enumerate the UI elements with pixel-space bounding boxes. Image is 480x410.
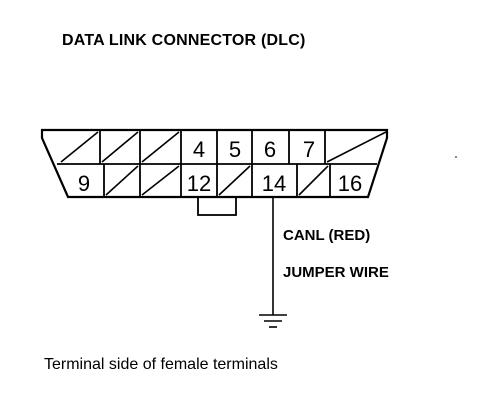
pin-7: 7 xyxy=(303,137,315,162)
bottom-row-dividers xyxy=(103,164,331,197)
wire-color-label: CANL (RED) xyxy=(283,227,371,244)
pin-5: 5 xyxy=(229,137,241,162)
pin-6: 6 xyxy=(264,137,276,162)
pin-14: 14 xyxy=(262,171,286,196)
connector-outline xyxy=(40,128,389,199)
ground-symbol-icon xyxy=(259,314,287,328)
diagram-caption: Terminal side of female terminals xyxy=(44,356,278,373)
pin-12: 12 xyxy=(187,171,211,196)
scan-speck xyxy=(455,156,457,158)
top-row-empty-cavities xyxy=(60,131,387,163)
pin-16: 16 xyxy=(338,171,362,196)
top-row-dividers xyxy=(99,130,326,164)
pin-9: 9 xyxy=(78,171,90,196)
bottom-row-empty-cavities xyxy=(105,165,329,196)
diagram-title: DATA LINK CONNECTOR (DLC) xyxy=(62,32,306,49)
pin-4: 4 xyxy=(193,137,205,162)
connector-locking-tab xyxy=(197,196,237,216)
jumper-wire-label: JUMPER WIRE xyxy=(283,264,389,281)
